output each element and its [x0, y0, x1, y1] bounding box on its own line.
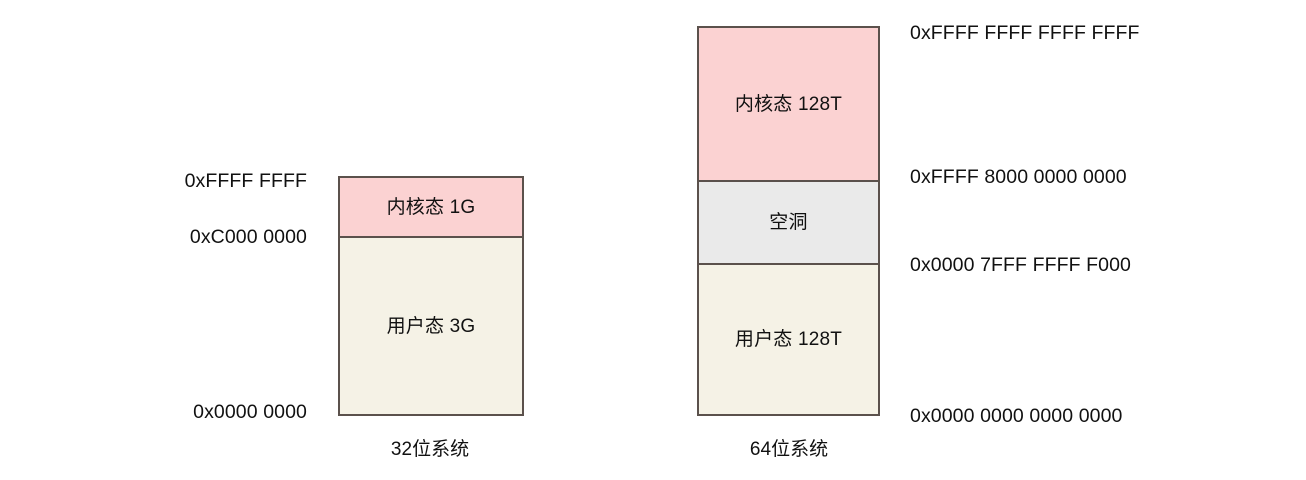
address-label-32bit-boundary: 0xC000 0000 [189, 226, 307, 248]
diagram-caption-64bit: 64位系统 [749, 439, 829, 460]
memory-column-64bit: 内核态 128T 空洞 用户态 128T [697, 26, 880, 416]
address-label-32bit-top: 0xFFFF FFFF [184, 170, 307, 192]
address-label-64bit-user-top: 0x0000 7FFF FFFF F000 [910, 254, 1131, 276]
memory-band-label: 用户态 128T [734, 329, 843, 350]
memory-band-label: 内核态 1G [386, 196, 476, 218]
memory-band-label: 用户态 3G [386, 315, 476, 337]
memory-band-label: 内核态 128T [734, 93, 843, 115]
memory-band-kernel-32bit: 内核态 1G [340, 178, 522, 236]
address-label-32bit-bottom: 0x0000 0000 [193, 401, 307, 423]
address-label-64bit-bottom: 0x0000 0000 0000 0000 [910, 405, 1123, 427]
memory-band-kernel-64bit: 内核态 128T [699, 28, 878, 180]
memory-band-user-32bit: 用户态 3G [340, 236, 522, 414]
memory-column-32bit: 内核态 1G 用户态 3G [338, 176, 524, 416]
memory-band-hole-64bit: 空洞 [699, 180, 878, 263]
address-label-64bit-kernel-base: 0xFFFF 8000 0000 0000 [910, 166, 1127, 188]
memory-band-user-64bit: 用户态 128T [699, 263, 878, 414]
address-label-64bit-top: 0xFFFF FFFF FFFF FFFF [910, 22, 1140, 44]
diagram-caption-32bit: 32位系统 [390, 439, 470, 460]
memory-band-label: 空洞 [769, 212, 808, 233]
